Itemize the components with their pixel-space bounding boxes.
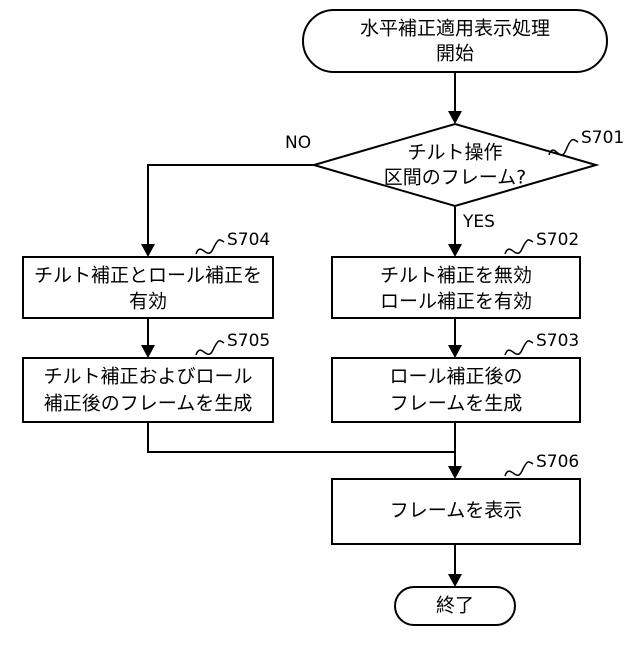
s705-label-line2: 補正後のフレームを生成: [44, 393, 252, 415]
s705-label-line1: チルト補正およびロール: [43, 366, 252, 388]
s706-label: フレームを表示: [390, 500, 522, 522]
decision-label-line2: 区間のフレーム?: [384, 167, 527, 189]
step-label-s701: S701: [581, 128, 624, 148]
s703-label-line2: フレームを生成: [390, 393, 522, 415]
branch-label-yes: YES: [462, 212, 495, 232]
end-label: 終了: [436, 595, 474, 617]
step-label-s703: S703: [536, 331, 579, 351]
start-terminator: 水平補正適用表示処理 開始: [303, 10, 607, 72]
arrowhead-s703-to-s706: [448, 466, 462, 479]
s705-step-squiggle: [196, 341, 224, 355]
start-label-line2: 開始: [436, 43, 474, 65]
decision-diamond: チルト操作 区間のフレーム? S701: [314, 124, 624, 206]
decision-label-line1: チルト操作: [407, 142, 502, 164]
branch-label-no: NO: [285, 133, 311, 153]
s702-step-squiggle: [505, 240, 533, 254]
s704-step-squiggle: [196, 240, 224, 254]
s703-step-squiggle: [505, 341, 533, 355]
s702-label-line1: チルト補正を無効: [380, 265, 532, 287]
arrowhead-decision-no: [141, 244, 155, 257]
end-terminator: 終了: [395, 587, 515, 625]
arrowhead-s702-to-s703: [448, 345, 462, 358]
connector-s705-merge: [148, 422, 455, 452]
arrowhead-decision-yes: [448, 244, 462, 257]
step-label-s704: S704: [227, 230, 270, 250]
start-label-line1: 水平補正適用表示処理: [360, 18, 550, 40]
s704-label-line2: 有効: [129, 291, 167, 313]
step-label-s702: S702: [536, 230, 579, 250]
step-label-s706: S706: [536, 452, 579, 472]
s702-label-line2: ロール補正を有効: [380, 291, 532, 313]
arrowhead-s706-to-end: [448, 574, 462, 587]
arrowhead-start-to-decision: [448, 111, 462, 124]
s706-step-squiggle: [505, 462, 533, 476]
s704-label-line1: チルト補正とロール補正を: [34, 265, 262, 287]
s703-label-line1: ロール補正後の: [389, 366, 522, 388]
arrowhead-s704-to-s705: [141, 345, 155, 358]
step-label-s705: S705: [227, 331, 270, 351]
